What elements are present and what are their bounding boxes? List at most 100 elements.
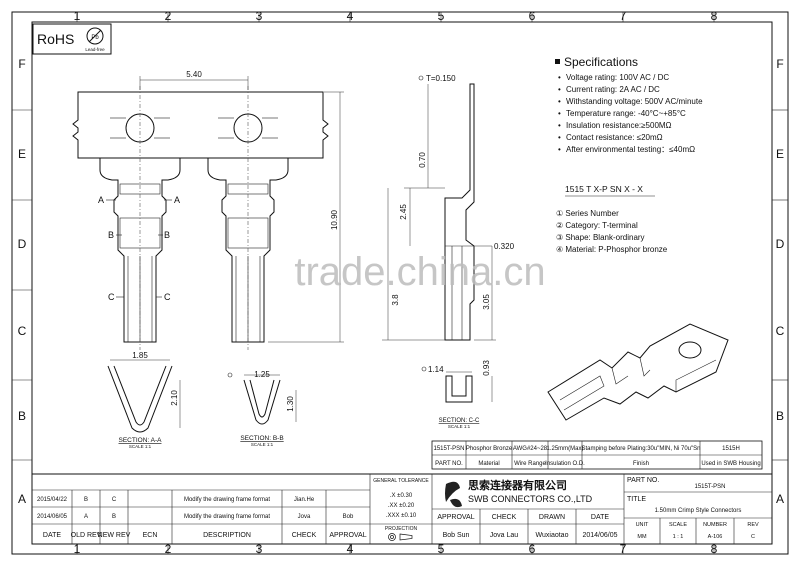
- rev-header: APPROVAL: [329, 532, 366, 539]
- section-cc-scale: SCALE 1:1: [448, 424, 471, 429]
- col-label: 5: [438, 9, 445, 23]
- row-label: E: [18, 147, 26, 161]
- col-label: 4: [347, 542, 354, 556]
- mat-cell: Wire Range: [514, 461, 546, 467]
- specs-heading: Specifications: [564, 55, 638, 69]
- rev-header: DESCRIPTION: [203, 532, 251, 539]
- rev-cell: A: [84, 514, 88, 520]
- part-code: 1515 T X-P SN X - X ① Series Number ② Ca…: [556, 184, 668, 254]
- section-aa-scale: SCALE 1:1: [129, 444, 152, 449]
- svg-text:•: •: [558, 121, 561, 130]
- unit-value: MM: [637, 534, 647, 540]
- mat-cell: AWG#24~28: [513, 446, 548, 452]
- dim-width-top: 5.40: [186, 70, 202, 79]
- projection-label: PROJECTION: [385, 526, 418, 532]
- mat-cell: Used in SWB Housing: [701, 461, 760, 467]
- scale-value: 1 : 1: [673, 534, 684, 540]
- dim-070: 0.70: [418, 152, 427, 168]
- projection-icon: [388, 533, 396, 541]
- section-marker-b-left: B: [108, 230, 114, 240]
- mat-cell: Finish: [633, 461, 649, 467]
- section-cc-title: SECTION: C-C: [439, 418, 480, 424]
- part-no-label: PART NO.: [627, 477, 659, 484]
- rev-label: REV: [747, 522, 759, 528]
- rev-cell: B: [112, 514, 116, 520]
- approval-value: Bob Sun: [443, 532, 470, 539]
- dim-093: 0.93: [482, 360, 491, 376]
- outer-frame: [11, 11, 789, 555]
- part-code-legend: ③ Shape: Blank-ordinary: [556, 233, 645, 242]
- section-b-b: 1.25 1.30 SECTION: B-B SCALE 1:1: [227, 370, 297, 447]
- approval-value: Jova Lau: [490, 532, 519, 539]
- title-block: 2015/04/22 B C Modify the drawing frame …: [31, 473, 773, 545]
- approval-value: 2014/06/05: [582, 532, 617, 539]
- material-table: 1515T-PSN Phosphor Bronze AWG#24~28 1.25…: [431, 440, 763, 470]
- approval-header: APPROVAL: [437, 514, 474, 521]
- title-value: 1.50mm Crimp Style Connectors: [655, 508, 742, 514]
- row-label: F: [776, 57, 783, 71]
- section-marker-a-right: A: [174, 195, 180, 205]
- rev-cell: 2015/04/22: [37, 497, 68, 503]
- row-label: C: [18, 324, 27, 338]
- row-label: B: [776, 409, 784, 423]
- rev-cell: Modify the drawing frame format: [184, 514, 270, 520]
- column-labels-bottom: 1 2 3 4 5 6 7 8: [74, 542, 718, 556]
- pb-symbol: Pb: [91, 35, 99, 41]
- spec-item: Withstanding voltage: 500V AC/minute: [566, 97, 703, 106]
- isometric-view: [547, 323, 729, 421]
- rev-header: CHECK: [292, 532, 317, 539]
- rev-cell: C: [112, 497, 117, 503]
- section-bb-scale: SCALE 1:1: [251, 442, 274, 447]
- tolerance-heading: GENERAL TOLERANCE: [373, 478, 429, 484]
- rev-header: ECN: [143, 532, 158, 539]
- rev-header: OLD REV: [71, 532, 102, 539]
- rev-header: DATE: [43, 532, 61, 539]
- column-labels-top: 1 2 3 4 5 6 7 8: [74, 9, 718, 23]
- rohs-badge: RoHS Pb Lead-free: [32, 23, 112, 55]
- spec-item: Contact resistance: ≤20mΩ: [566, 133, 663, 142]
- spec-item: Current rating: 2A AC / DC: [566, 85, 660, 94]
- row-label: D: [776, 237, 785, 251]
- dim-210: 2.10: [170, 390, 179, 406]
- side-view: T=0.150 0.70 2.45 0.320 3.8 3.05: [382, 74, 515, 341]
- row-label: D: [18, 237, 27, 251]
- dim-305: 3.05: [482, 294, 491, 310]
- col-label: 3: [256, 9, 263, 23]
- row-label: F: [18, 57, 25, 71]
- col-label: 2: [165, 542, 172, 556]
- section-marker-c-right: C: [164, 292, 171, 302]
- row-label: A: [18, 492, 26, 506]
- svg-text:•: •: [558, 73, 561, 82]
- section-aa-title: SECTION: A-A: [119, 437, 163, 444]
- specifications: Specifications Voltage rating: 100V AC /…: [555, 55, 703, 154]
- leadfree-text: Lead-free: [85, 47, 105, 52]
- svg-text:•: •: [558, 109, 561, 118]
- section-bb-title: SECTION: B-B: [240, 435, 283, 442]
- company-name-en: SWB CONNECTORS CO.,LTD: [468, 494, 593, 504]
- part-code-string: 1515 T X-P SN X - X: [565, 184, 643, 194]
- rev-header: NEW REV: [98, 532, 131, 539]
- unit-label: UNIT: [636, 522, 649, 528]
- rev-cell: Jian.He: [294, 497, 315, 503]
- row-label: A: [776, 492, 784, 506]
- part-no-value: 1515T-PSN: [694, 484, 725, 490]
- mat-cell: Stamping before Plating:30u"MIN, Ni 70u"…: [582, 446, 701, 452]
- rev-cell: Bob: [343, 514, 354, 520]
- part-code-legend: ① Series Number: [556, 209, 619, 218]
- svg-text:•: •: [558, 97, 561, 106]
- svg-text:•: •: [558, 133, 561, 142]
- col-label: 1: [74, 542, 81, 556]
- spec-item: Insulation resistance:≥500MΩ: [566, 121, 672, 130]
- spec-item: After environmental testing：≤40mΩ: [566, 145, 695, 154]
- dim-38: 3.8: [391, 294, 400, 306]
- approval-value: Wuxiaotao: [536, 532, 569, 539]
- col-label: 7: [620, 9, 627, 23]
- col-label: 6: [529, 542, 536, 556]
- tolerance-row: .XXX ±0.10: [386, 513, 417, 519]
- rev-cell: B: [84, 497, 88, 503]
- company-name-cn: 思索连接器有限公司: [468, 478, 567, 492]
- scale-label: SCALE: [669, 522, 687, 528]
- dim-245: 2.45: [399, 204, 408, 220]
- column-ticks: [12, 12, 788, 554]
